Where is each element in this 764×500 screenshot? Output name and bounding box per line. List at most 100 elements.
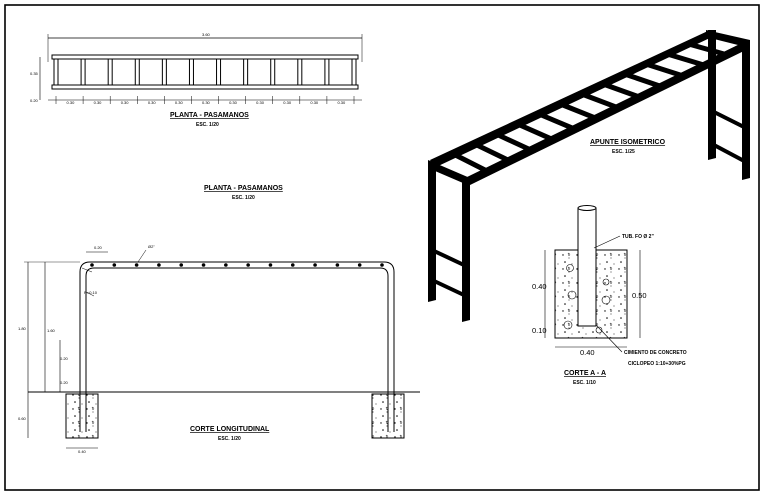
elevation-scale: ESC. 1/20: [218, 436, 241, 442]
section-dim-base: 0.10: [532, 326, 547, 335]
frame-inner: [85, 267, 389, 432]
plan-bay-dim: 0.30: [229, 100, 238, 105]
dim-clear-height: 1.60: [47, 328, 56, 333]
dim-total-height: 1.80: [18, 326, 27, 331]
plan-rung: [134, 58, 140, 86]
sheet-border: [4, 4, 760, 491]
iso-rung: [537, 111, 576, 132]
plan-edge-dim: 0.20: [30, 98, 39, 103]
iso-rail-back: [465, 40, 750, 186]
iso-rung: [645, 61, 684, 79]
elevation-rung: [335, 263, 340, 267]
elevation-rung: [246, 263, 250, 267]
elevation-rung: [179, 263, 184, 267]
plan-rung: [216, 58, 222, 86]
isometric-view: APUNTE ISOMETRICO ESC. 1/25: [428, 30, 750, 322]
elevation-rung: [380, 263, 384, 267]
iso-rung: [452, 151, 489, 174]
iso-rung: [495, 131, 533, 153]
left-footing: [65, 393, 99, 439]
iso-rung: [473, 141, 511, 164]
plan-rung: [161, 58, 167, 86]
elevation-rung: [157, 263, 161, 267]
iso-rung: [559, 101, 598, 121]
iso-rung: [687, 41, 727, 58]
plan-rung: [324, 58, 330, 86]
elevation-rung: [357, 263, 362, 267]
plan-repeat-scale: ESC. 1/20: [232, 195, 255, 201]
iso-rung: [516, 121, 554, 142]
plan-title: PLANTA - PASAMANOS: [170, 112, 249, 119]
elevation-view: 1.80 1.60 0.20 0.20 0.60 0.40 0.20 Ø2" R…: [18, 244, 420, 454]
elevation-rung: [268, 263, 273, 267]
section-pipe: [577, 207, 597, 327]
iso-front-right-leg: [462, 178, 470, 322]
iso-back-right-leg: [742, 40, 750, 180]
iso-rung: [602, 81, 641, 100]
plan-rung: [297, 58, 303, 86]
plan-overall-dim: 3.60: [202, 32, 211, 37]
plan-bay-dim: 0.30: [202, 100, 211, 105]
iso-front-top: [428, 160, 470, 186]
elevation-rung: [201, 263, 206, 267]
section-scale: ESC. 1/10: [573, 380, 596, 386]
iso-back-top: [706, 30, 750, 48]
plan-rung: [351, 58, 357, 86]
plan-scale: ESC. 1/20: [196, 122, 219, 128]
plan-bay-dim: 0.30: [256, 100, 265, 105]
plan-bay-dim: 0.30: [94, 100, 103, 105]
plan-dim-chain: 0.30 0.30 0.30 0.30 0.30 0.30 0.30 0.30 0.30 0.30…: [55, 96, 355, 105]
elevation-rung: [112, 263, 117, 267]
plan-bay-dim: 0.30: [283, 100, 292, 105]
section-dim-width: 0.40: [580, 348, 595, 357]
plan-bay-dim: 0.30: [121, 100, 130, 105]
iso-title: APUNTE ISOMETRICO: [590, 139, 666, 146]
elevation-rung: [134, 263, 139, 267]
section-dim-embed: 0.40: [532, 282, 547, 291]
section-dim-right: 0.50: [632, 291, 647, 300]
elevation-rungs: [90, 263, 384, 267]
elevation-title: CORTE LONGITUDINAL: [190, 426, 270, 433]
elevation-rung: [290, 263, 295, 267]
iso-rung: [623, 71, 663, 89]
section-note-2: CICLOPEO 1:10+30%PG: [628, 361, 686, 367]
iso-rail-front: [430, 30, 712, 168]
plan-rung: [188, 58, 194, 86]
iso-rungs: [452, 41, 727, 174]
plan-bay-dim: 0.30: [310, 100, 319, 105]
iso-rung: [666, 51, 706, 68]
plan-rung: [53, 58, 59, 86]
plan-width-dim: 0.35: [30, 71, 39, 76]
pipe-label: Ø2": [148, 244, 155, 249]
section-title: CORTE A - A: [564, 370, 606, 377]
section-note-1: CIMIENTO DE CONCRETO: [624, 350, 687, 356]
iso-rung: [580, 91, 619, 111]
dim-footing-width: 0.40: [78, 449, 87, 454]
bend-label: R=0.10: [84, 290, 98, 295]
iso-front-left-leg: [428, 162, 436, 302]
dim-mid-2: 0.20: [60, 380, 69, 385]
section-pipe-label: TUB. FO Ø 2": [622, 234, 654, 240]
plan-rung: [107, 58, 113, 86]
elevation-rung: [90, 263, 94, 267]
elevation-rung: [313, 263, 317, 267]
iso-scale: ESC. 1/25: [612, 149, 635, 155]
elevation-rung: [224, 263, 228, 267]
plan-bay-dim: 0.30: [175, 100, 184, 105]
plan-bay-dim: 0.30: [337, 100, 346, 105]
frame-outer: [79, 261, 395, 432]
plan-rung: [243, 58, 249, 86]
plan-repeat-title: PLANTA - PASAMANOS: [204, 185, 283, 192]
dim-embed: 0.60: [18, 416, 27, 421]
plan-rung: [80, 58, 86, 86]
dim-mid-1: 0.20: [60, 356, 69, 361]
section-view: TUB. FO Ø 2" 0.40 0.10 0.50 0.40 CIMIENT…: [532, 205, 687, 386]
plan-ladder: [51, 54, 359, 90]
plan-rung: [270, 58, 276, 86]
dim-top-left: 0.20: [94, 245, 103, 250]
plan-bay-dim: 0.30: [67, 100, 76, 105]
plan-bay-dim: 0.30: [148, 100, 157, 105]
